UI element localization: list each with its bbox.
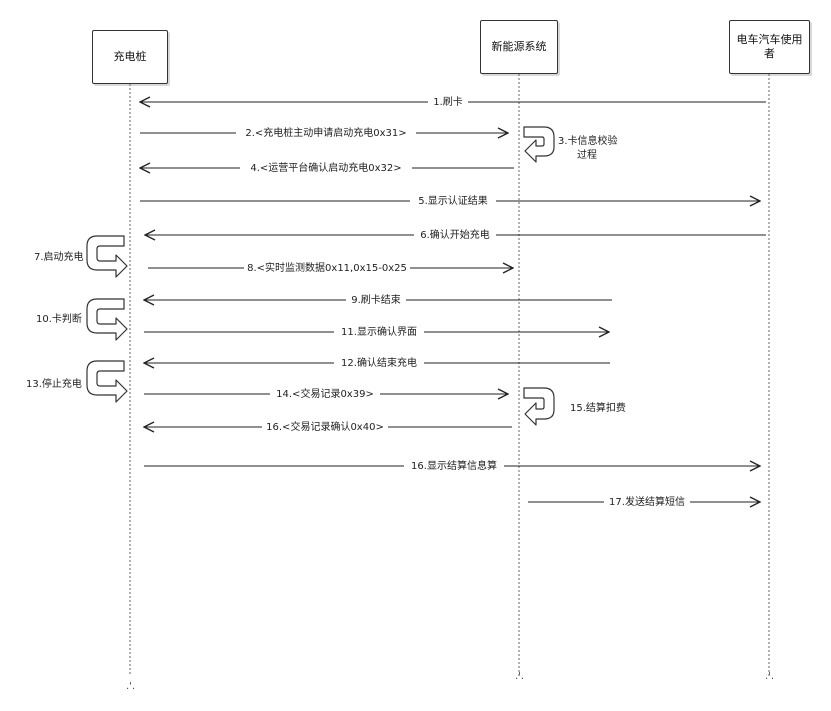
message-4: 4.<运营平台确认启动充电0x32> <box>140 161 514 174</box>
message-16a: 16.<交易记录确认0x40> <box>144 420 512 433</box>
self-call-10 <box>86 298 128 341</box>
message-label: 9.刷卡结束 <box>351 293 401 306</box>
self-call-label-13: 13.停止充电 <box>26 379 82 390</box>
message-label: 17.发送结算短信 <box>609 495 685 508</box>
self-call-3: 3.卡信息校验 过程 <box>523 126 618 163</box>
message-label: 2.<充电桩主动申请启动充电0x31> <box>245 126 406 139</box>
lifeline-end-user: .'. <box>765 671 774 682</box>
self-call-label-10: 10.卡判断 <box>36 314 82 325</box>
message-5: 5.显示认证结果 <box>140 194 760 207</box>
message-label: 16.显示结算信息算 <box>411 459 497 472</box>
message-label: 11.显示确认界面 <box>341 325 417 338</box>
self-call-label: 15.结算扣费 <box>570 401 626 414</box>
lifeline-end-charger: .'. <box>126 681 135 692</box>
message-label: 14.<交易记录0x39> <box>276 387 374 400</box>
self-call-15: 15.结算扣费 <box>523 387 626 426</box>
participant-charger: 充电桩 <box>92 30 168 84</box>
message-label: 5.显示认证结果 <box>418 194 488 207</box>
self-call-13 <box>86 360 128 403</box>
self-call-7 <box>86 235 128 278</box>
participant-ev-user: 电车汽车使用者 <box>729 20 810 74</box>
message-8: 8.<实时监测数据0x11,0x15-0x25 <box>148 261 513 274</box>
message-9: 9.刷卡结束 <box>144 293 612 306</box>
message-14: 14.<交易记录0x39> <box>144 387 508 400</box>
message-label: 12.确认结束充电 <box>341 356 417 369</box>
message-11: 11.显示确认界面 <box>144 325 609 338</box>
message-2: 2.<充电桩主动申请启动充电0x31> <box>140 126 508 139</box>
self-call-label: 过程 <box>577 148 597 161</box>
self-call-label-7: 7.启动充电 <box>34 252 84 263</box>
lifeline-end-system: .'. <box>515 671 524 682</box>
message-1: 1.刷卡 <box>140 95 766 108</box>
message-label: 4.<运营平台确认启动充电0x32> <box>250 161 401 174</box>
participant-new-energy-system: 新能源系统 <box>480 20 558 74</box>
message-6: 6.确认开始充电 <box>145 228 766 241</box>
self-call-label: 3.卡信息校验 <box>558 134 618 147</box>
message-label: 16.<交易记录确认0x40> <box>266 420 384 433</box>
message-16b: 16.显示结算信息算 <box>144 459 760 472</box>
message-17: 17.发送结算短信 <box>528 495 760 508</box>
message-label: 1.刷卡 <box>433 95 463 108</box>
message-label: 8.<实时监测数据0x11,0x15-0x25 <box>247 261 407 274</box>
message-12: 12.确认结束充电 <box>144 356 610 369</box>
message-label: 6.确认开始充电 <box>420 228 490 241</box>
